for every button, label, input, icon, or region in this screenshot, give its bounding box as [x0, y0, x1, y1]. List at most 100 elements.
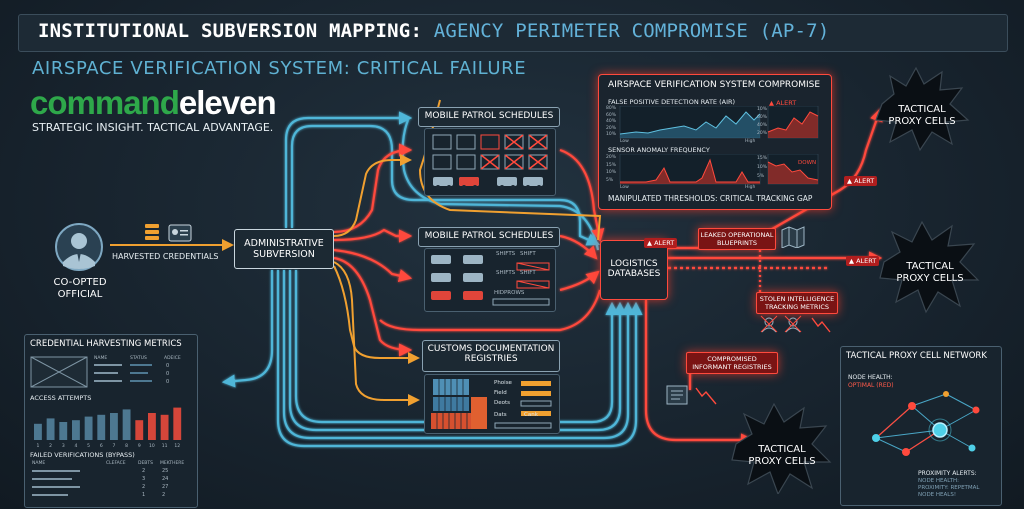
customs-field-2: Deots [494, 400, 511, 406]
y-tick-1b-2: 40% [757, 123, 768, 128]
proxy-alert-2-icon: ▲ [849, 257, 857, 265]
access-attempts-title: ACCESS ATTEMPTS [30, 394, 92, 402]
proxy-alert-1-text: ALERT [854, 177, 875, 185]
network-title: TACTICAL PROXY CELL NETWORK [846, 351, 987, 361]
admin-line1: ADMINISTRATIVE [244, 238, 324, 249]
shift-b: SHIFT [520, 270, 536, 276]
failed-verifications-title: FAILED VERIFICATIONS (BYPASS) [30, 451, 135, 459]
failed-table-bars [32, 470, 80, 496]
airspace-alert2: DOWN [798, 160, 817, 166]
logo-part2: eleven [178, 84, 277, 121]
harvested-credentials-label: HARVESTED CREDENTIALS [112, 252, 219, 261]
y-tick-1-2: 40% [606, 119, 617, 125]
access-x-tick: 12 [174, 443, 180, 448]
logistics-alert-icon: ▲ [647, 239, 655, 247]
stolen-intel-tag: STOLEN INTELLIGENCE TRACKING METRICS [756, 292, 838, 314]
failed-col1: 2 3 2 1 [142, 467, 145, 499]
patrol-mid-title: MOBILE PATROL SCHEDULES [424, 231, 554, 241]
y-tick-2-3: 5% [606, 177, 614, 183]
airspace-chart2-label: SENSOR ANOMALY FREQUENCY [608, 146, 710, 154]
failed-header-0: NAME [32, 461, 46, 466]
network-panel [840, 346, 1002, 506]
proxy-top-label: TACTICAL PROXY CELLS [880, 104, 964, 128]
logo-part1: command [30, 84, 180, 121]
airspace-chart1 [619, 106, 819, 139]
informant-line2: INFORMANT REGISTRIES [692, 363, 772, 371]
access-bar [135, 420, 144, 440]
access-bar [160, 414, 169, 440]
proxy-bottom-label: TACTICAL PROXY CELLS [740, 444, 824, 468]
cred-header-1: STATUS [130, 356, 147, 361]
y-tick-2b-2: 5% [757, 174, 765, 179]
customs-line2: REGISTRIES [464, 354, 518, 364]
shifts-a: SHIFTS [496, 251, 516, 257]
admin-line2: SUBVERSION [253, 249, 315, 260]
proxy-bottom-line1: TACTICAL [758, 444, 806, 455]
network-alerts-title: PROXIMITY ALERTS: [918, 470, 977, 477]
patrol-mid-title-box: MOBILE PATROL SCHEDULES [418, 227, 560, 247]
proxy-cell-bottom-shape [731, 402, 832, 494]
failed-c1-2: 2 [142, 484, 146, 490]
airspace-xlo-2: Low [620, 185, 629, 190]
leaked-blueprints-tag: LEAKED OPERATIONAL BLUEPRINTS [698, 228, 776, 250]
proxy-top-line1: TACTICAL [898, 104, 946, 115]
credential-panel-title: CREDENTIAL HARVESTING METRICS [30, 339, 182, 349]
network-graph [872, 391, 980, 456]
proxy-alert-2: ▲ ALERT [846, 256, 880, 266]
patrol-mid-vehicles [431, 255, 550, 306]
shift-a: SHIFT [520, 251, 536, 257]
customs-field-1: Field [494, 390, 507, 396]
airspace-y-ticks-2: 20% 15% 10% 5% [606, 154, 616, 184]
brand-tagline: STRATEGIC INSIGHT. TACTICAL ADVANTAGE. [32, 121, 274, 134]
credential-table-bars [94, 364, 152, 382]
logistics-alert-text: ALERT [654, 239, 675, 247]
cred-header-2: ADEICE [164, 356, 181, 361]
airspace-chart2 [619, 154, 819, 185]
access-x-tick: 9 [138, 443, 141, 448]
y-tick-1b-0: 10% [757, 107, 768, 112]
hidden-rows: HIDPROWS [494, 290, 525, 296]
access-x-tick: 5 [87, 443, 90, 448]
customs-line1: CUSTOMS DOCUMENTATION [427, 344, 555, 354]
y-tick-1b-1: 60% [757, 115, 768, 120]
customs-field-right-0: Cank [524, 412, 538, 418]
credential-table-values: 0 0 0 [166, 362, 169, 386]
airspace-panel [598, 74, 832, 210]
access-bar [72, 420, 80, 440]
blueprint-map-icon [781, 226, 805, 248]
y-tick-1-0: 80% [606, 106, 617, 111]
failed-c1-0: 2 [142, 468, 146, 474]
patrol-mid-panel [424, 248, 556, 312]
airspace-xhi-2: High [745, 185, 756, 190]
airspace-y-ticks-1b: 10% 60% 40% 20% [757, 106, 767, 138]
network-alert-1: PROXIMITY: REPETMAL [918, 485, 980, 491]
proxy-mid-label: TACTICAL PROXY CELLS [888, 261, 972, 285]
logistics-line2: DATABASES [607, 269, 661, 279]
failed-c2-0: 25 [162, 468, 169, 474]
official-label-line2: OFFICIAL [57, 289, 103, 300]
proxy-mid-line1: TACTICAL [906, 261, 954, 272]
title-sub: AGENCY PERIMETER COMPROMISE (AP-7) [433, 20, 830, 42]
access-bar [59, 422, 68, 440]
access-bar [173, 407, 182, 440]
y-tick-2b-1: 10% [757, 165, 768, 170]
page-title: INSTITUTIONAL SUBVERSION MAPPING: AGENCY… [38, 20, 829, 42]
y-tick-2b-0: 15% [757, 156, 768, 161]
access-bar [84, 416, 93, 440]
airspace-xlo-1: Low [620, 139, 629, 144]
proxy-alert-2-text: ALERT [856, 257, 877, 265]
admin-subversion-node: ADMINISTRATIVE SUBVERSION [234, 229, 334, 269]
stolen-line2: TRACKING METRICS [764, 303, 830, 311]
failed-header-1: CLEFACE [106, 461, 126, 466]
title-main: INSTITUTIONAL SUBVERSION MAPPING: [38, 20, 423, 42]
logistics-line1: LOGISTICS [610, 259, 658, 269]
y-tick-1-4: 10% [606, 132, 617, 138]
access-x-tick: 4 [74, 443, 77, 448]
failed-col2: 25 24 27 2 [162, 467, 168, 499]
cred-val-0: 0 [166, 363, 170, 369]
y-tick-2-2: 10% [606, 170, 617, 175]
cred-val-1: 0 [166, 371, 170, 377]
airspace-y-ticks-2b: 15% 10% 5% [757, 154, 767, 181]
shifts-b: SHIFTS [496, 270, 516, 276]
